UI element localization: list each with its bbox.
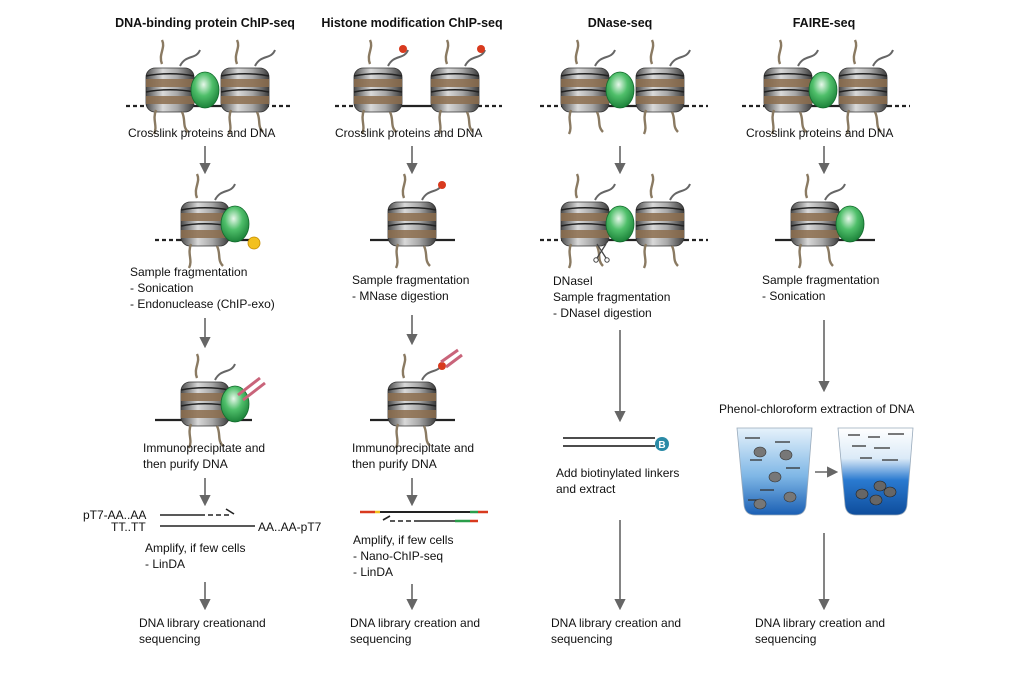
immunoprecipitation bbox=[370, 348, 463, 450]
biotin-label: B bbox=[658, 440, 665, 451]
step5-line2: sequencing bbox=[139, 632, 200, 646]
step2-line2: - Sonication bbox=[762, 289, 825, 303]
step4-line3: - LinDA bbox=[353, 565, 393, 579]
immunoprecipitation bbox=[155, 352, 266, 450]
step3-line2: and extract bbox=[556, 482, 616, 496]
step4-line2: - Nano-ChIP-seq bbox=[353, 549, 443, 563]
nucleosome-mini-icon bbox=[753, 446, 797, 510]
column-title: FAIRE-seq bbox=[793, 16, 856, 30]
step3-label: Phenol-chloroform extraction of DNA bbox=[719, 402, 914, 416]
step4-line2: - LinDA bbox=[145, 557, 185, 571]
step3-line1: Immunoprecipitate and bbox=[352, 441, 474, 455]
primer-bottom-right: AA..AA-pT7 bbox=[258, 520, 322, 534]
column-title: DNase-seq bbox=[588, 16, 653, 30]
step2-line3: - DNaseI digestion bbox=[553, 306, 652, 320]
step2-line1: Sample fragmentation bbox=[130, 265, 247, 279]
step3-line1: Add biotinylated linkers bbox=[556, 466, 679, 480]
column-title: DNA-binding protein ChIP-seq bbox=[115, 16, 295, 30]
beaker-before-extraction bbox=[736, 427, 813, 516]
antibody-icon bbox=[440, 348, 463, 369]
column-dna-binding-chip-seq: DNA-binding protein ChIP-seq Crosslink p… bbox=[83, 16, 322, 646]
primer-top-left: pT7-AA..AA bbox=[83, 508, 146, 522]
histone-mark-icon bbox=[477, 45, 485, 53]
chromatin-fragment bbox=[775, 172, 875, 270]
chromatin-crosslinked bbox=[742, 38, 910, 136]
chromatin-fragment bbox=[370, 172, 455, 270]
biotinylated-linker: B bbox=[563, 437, 669, 451]
chromatin-crosslinked bbox=[335, 38, 502, 136]
column-faire-seq: FAIRE-seq Crosslink proteins and DNA Sam… bbox=[719, 16, 914, 646]
step1-label: Crosslink proteins and DNA bbox=[746, 126, 893, 140]
chromatin-crosslinked bbox=[126, 38, 290, 136]
step2-line1: DNaseI bbox=[553, 274, 593, 288]
antibody-icon bbox=[237, 376, 266, 402]
nucleosome-mini-icon bbox=[855, 480, 897, 506]
histone-mark-icon bbox=[438, 362, 446, 370]
step5-line2: sequencing bbox=[551, 632, 612, 646]
primer-bottom-left: TT..TT bbox=[111, 520, 146, 534]
step2-line3: - Endonuclease (ChIP-exo) bbox=[130, 297, 275, 311]
scissors-icon bbox=[593, 243, 610, 263]
step5-line1: DNA library creation and bbox=[551, 616, 681, 630]
exonuclease-icon bbox=[247, 236, 261, 250]
step3-line2: then purify DNA bbox=[352, 457, 437, 471]
step5-line2: sequencing bbox=[755, 632, 816, 646]
step2-line2: - MNase digestion bbox=[352, 289, 449, 303]
linda-amplification: pT7-AA..AA TT..TT AA..AA-pT7 bbox=[83, 508, 322, 534]
step5-line1: DNA library creation and bbox=[350, 616, 480, 630]
chromatin-dnasei-cut bbox=[540, 172, 708, 270]
step4-line1: Amplify, if few cells bbox=[353, 533, 453, 547]
histone-mark-icon bbox=[399, 45, 407, 53]
column-histone-chip-seq: Histone modification ChIP-seq Crosslink … bbox=[321, 16, 502, 646]
step5-line1: DNA library creation and bbox=[755, 616, 885, 630]
histone-mark-icon bbox=[438, 181, 446, 189]
step1-label: Crosslink proteins and DNA bbox=[335, 126, 482, 140]
step5-line2: sequencing bbox=[350, 632, 411, 646]
nano-chip-amplification bbox=[360, 510, 488, 523]
biotin-icon bbox=[655, 437, 669, 451]
chromatin-fragment bbox=[155, 172, 261, 270]
step5-line1: DNA library creationand bbox=[139, 616, 266, 630]
step2-line2: Sample fragmentation bbox=[553, 290, 670, 304]
column-title: Histone modification ChIP-seq bbox=[321, 16, 502, 30]
step2-line1: Sample fragmentation bbox=[352, 273, 469, 287]
step2-line1: Sample fragmentation bbox=[762, 273, 879, 287]
step3-line2: then purify DNA bbox=[143, 457, 228, 471]
step3-line1: Immunoprecipitate and bbox=[143, 441, 265, 455]
step1-label: Crosslink proteins and DNA bbox=[128, 126, 275, 140]
step2-line2: - Sonication bbox=[130, 281, 193, 295]
beaker-after-extraction bbox=[837, 427, 914, 516]
step4-line1: Amplify, if few cells bbox=[145, 541, 245, 555]
chromatin-native bbox=[540, 38, 708, 136]
column-dnase-seq: DNase-seq DNaseI Sample fragmentation bbox=[540, 16, 708, 646]
